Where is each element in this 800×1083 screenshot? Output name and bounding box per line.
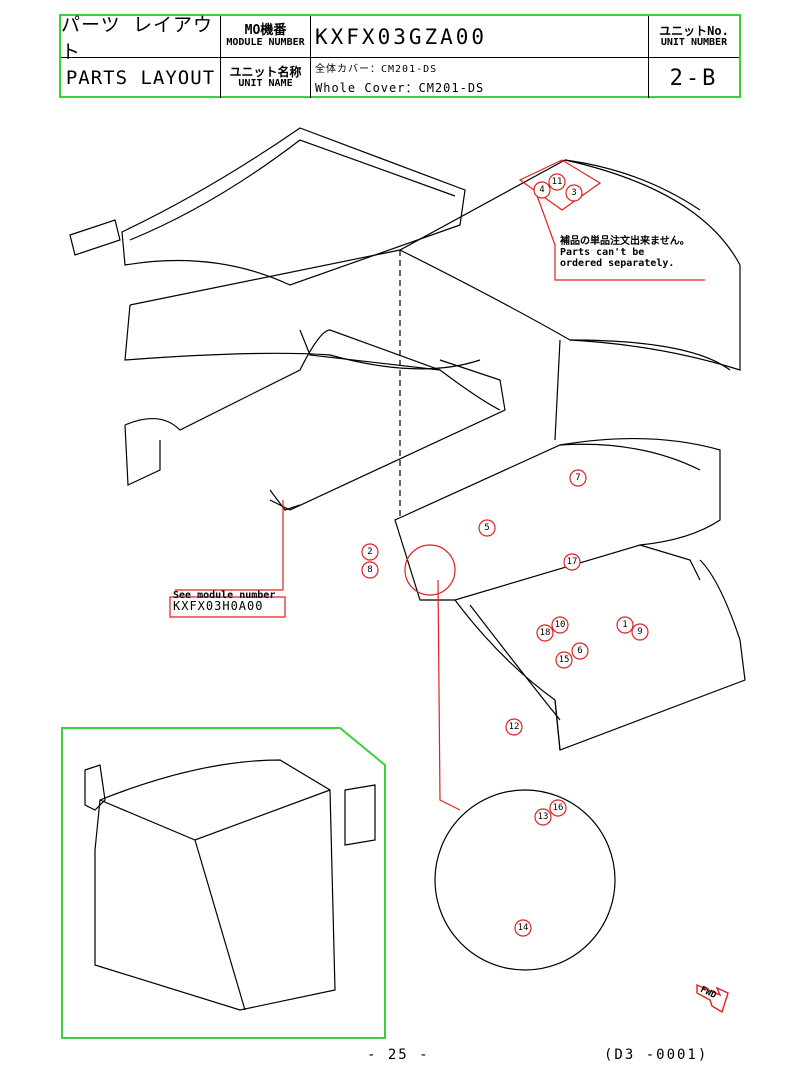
svg-text:1: 1 bbox=[622, 620, 627, 630]
leader-not-separate bbox=[534, 189, 705, 281]
svg-text:11: 11 bbox=[552, 177, 563, 187]
note-see-module-1: See module number bbox=[173, 590, 276, 601]
svg-text:17: 17 bbox=[567, 557, 578, 567]
unit-name-en: Whole Cover：CM201-DS bbox=[315, 81, 485, 95]
svg-text:7: 7 bbox=[575, 473, 580, 483]
lower-arch-cover bbox=[454, 559, 746, 751]
note-not-separate-en-1: Parts can't be bbox=[560, 247, 645, 258]
unit-name-jp: 全体カバー：CM201-DS bbox=[315, 64, 438, 75]
unit-number-value: 2-B bbox=[669, 65, 719, 91]
svg-text:3: 3 bbox=[571, 188, 576, 198]
title-jp: パーツ レイアウト bbox=[61, 14, 221, 63]
svg-text:2: 2 bbox=[367, 547, 372, 557]
svg-text:9: 9 bbox=[637, 627, 642, 637]
note-not-separate-jp: 補品の単品注文出来ません。 bbox=[560, 236, 690, 247]
unit-number-label: ユニットNo. UNIT NUMBER bbox=[649, 16, 739, 58]
callout-box-top bbox=[518, 159, 602, 211]
svg-text:10: 10 bbox=[555, 620, 566, 630]
svg-text:12: 12 bbox=[509, 722, 520, 732]
svg-text:16: 16 bbox=[553, 803, 564, 813]
detail-origin-circle bbox=[404, 544, 456, 596]
top-cover-panel bbox=[121, 127, 466, 286]
note-not-separate-en-2: ordered separately. bbox=[560, 258, 675, 269]
page-number: - 25 - bbox=[367, 1047, 430, 1063]
leader-detail bbox=[437, 579, 461, 811]
middle-frame bbox=[124, 329, 501, 431]
note-see-module: See module number KXFX03H0A00 bbox=[173, 590, 275, 612]
module-number-value: KXFX03GZA00 bbox=[311, 16, 649, 58]
svg-text:8: 8 bbox=[367, 565, 372, 575]
svg-text:18: 18 bbox=[540, 628, 551, 638]
title-en: PARTS LAYOUT bbox=[61, 58, 221, 98]
module-number-label: MO機番 MODULE NUMBER bbox=[221, 16, 311, 58]
svg-text:14: 14 bbox=[518, 923, 529, 933]
svg-text:6: 6 bbox=[577, 646, 582, 656]
svg-text:13: 13 bbox=[538, 812, 549, 822]
document-code: (D3 -0001) bbox=[604, 1047, 709, 1063]
svg-text:5: 5 bbox=[484, 523, 489, 533]
svg-text:4: 4 bbox=[539, 185, 544, 195]
unit-name-value: 全体カバー：CM201-DS Whole Cover：CM201-DS bbox=[311, 58, 649, 98]
note-see-module-2: KXFX03H0A00 bbox=[173, 599, 264, 613]
main-curved-cover bbox=[129, 159, 741, 371]
detail-zoom-circle bbox=[434, 789, 616, 971]
svg-text:15: 15 bbox=[559, 655, 570, 665]
unit-name-label-jp: ユニット名称 bbox=[229, 65, 302, 79]
unit-name-label-en: UNIT NAME bbox=[238, 78, 293, 89]
unit-name-label: ユニット名称 UNIT NAME bbox=[221, 58, 311, 98]
see-module-box bbox=[169, 596, 286, 618]
inset-frame bbox=[61, 727, 386, 1039]
title-block: パーツ レイアウト PARTS LAYOUT MO機番 MODULE NUMBE… bbox=[59, 14, 741, 98]
machine-overview bbox=[94, 759, 336, 1011]
fwd-arrow-icon bbox=[696, 983, 729, 1014]
unit-no-label-en: UNIT NUMBER bbox=[660, 36, 728, 48]
module-label-en: MODULE NUMBER bbox=[226, 36, 305, 48]
callout-bubbles: 4 11 3 7 5 2 8 17 10 18 19 15 6 12 13 16 14 bbox=[361, 173, 649, 937]
module-label-jp: MO機番 bbox=[244, 22, 287, 38]
leader-see-module bbox=[175, 500, 284, 591]
front-base-frame bbox=[394, 438, 721, 601]
unit-no-label-jp: ユニットNo. bbox=[659, 23, 729, 38]
note-not-separate: 補品の単品注文出来ません。 Parts can't be ordered sep… bbox=[560, 236, 690, 269]
